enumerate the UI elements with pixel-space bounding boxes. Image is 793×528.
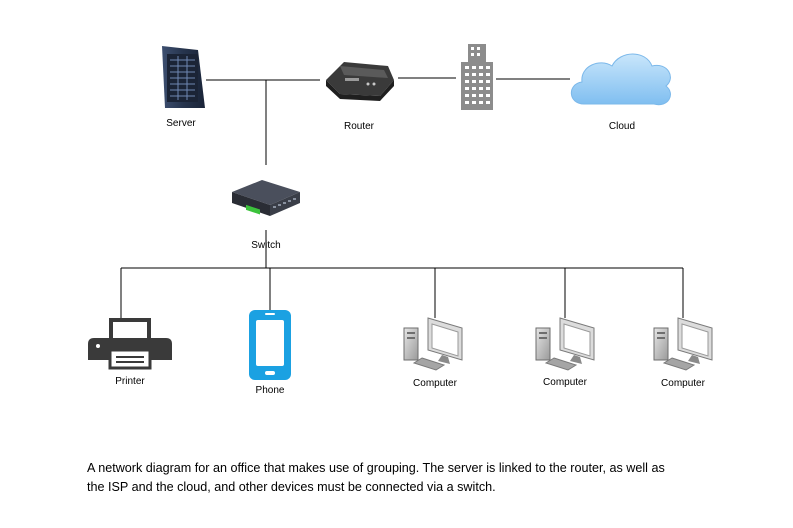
- office-building-icon: [461, 44, 493, 110]
- phone-label: Phone: [256, 385, 285, 396]
- computer-3-label: Computer: [661, 378, 706, 389]
- diagram-caption: A network diagram for an office that mak…: [87, 459, 727, 497]
- desktop-computer-icon: [653, 317, 713, 371]
- switch-label: Switch: [251, 240, 280, 251]
- cloud-icon: [570, 53, 671, 106]
- computer-1-label: Computer: [413, 378, 458, 389]
- caption-line-2: the ISP and the cloud, and other devices…: [87, 480, 496, 494]
- computer-2-label: Computer: [543, 377, 588, 388]
- router-icon: [326, 62, 394, 101]
- caption-line-1: A network diagram for an office that mak…: [87, 461, 665, 475]
- cloud-label: Cloud: [609, 121, 635, 132]
- connection-lines: [120, 77, 684, 318]
- server-rack-icon: [162, 46, 205, 108]
- desktop-computer-icon: [535, 317, 595, 371]
- router-label: Router: [344, 121, 375, 132]
- smartphone-icon: [249, 310, 291, 380]
- network-switch-icon: [232, 180, 300, 216]
- desktop-computer-icon: [403, 317, 463, 371]
- server-label: Server: [166, 118, 196, 129]
- printer-label: Printer: [115, 376, 145, 387]
- printer-icon: [88, 318, 172, 370]
